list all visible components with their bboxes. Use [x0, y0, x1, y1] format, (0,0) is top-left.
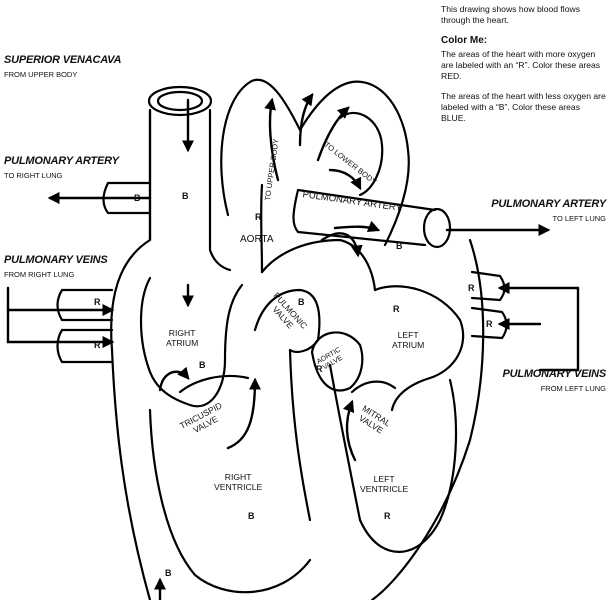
arrow-aorta-up-2 [298, 93, 314, 147]
to-right-lung-label: TO RIGHT LUNG [4, 171, 63, 180]
pulmonary-veins-left-lung-label: PULMONARY VEINS [502, 368, 606, 380]
color-me-title: Color Me: [441, 35, 488, 46]
mitral-valve-shape [350, 380, 397, 394]
letter-left-ventricle: R [384, 511, 391, 521]
arrow-lv-up [342, 399, 357, 462]
heart-outline [110, 108, 485, 600]
arrow-right-veins [6, 286, 115, 348]
aorta-outline [220, 78, 410, 274]
aorta-label: AORTA [240, 234, 274, 245]
superior-vena-cava-opening [147, 85, 213, 117]
right-pulmonary-veins [56, 288, 114, 364]
aortic-valve-shape [310, 331, 364, 392]
arrow-ra-curve [158, 366, 190, 392]
letter-right-ventricle: B [248, 511, 255, 521]
right-pulmonary-artery [102, 181, 152, 215]
pulmonary-artery-left-lung-label: PULMONARY ARTERY [491, 198, 606, 210]
ventricle-inner-wall [148, 378, 458, 594]
letter-pulmonary-artery-end: B [396, 241, 403, 251]
arrow-to-lower-body [328, 168, 362, 191]
septum [260, 238, 377, 522]
letter-pulmonic-valve: B [298, 297, 305, 307]
left-atrium-wall [373, 285, 465, 412]
letter-right-atrium: B [199, 360, 206, 370]
right-atrium-wall [139, 276, 244, 408]
pulmonary-artery-left-opening [422, 207, 452, 249]
pulmonic-valve-shape [253, 288, 321, 353]
letter-left-atrium: R [393, 304, 400, 314]
letter-aorta: R [255, 212, 262, 222]
arrow-rv-up [226, 377, 261, 450]
tricuspid-valve-shape [178, 374, 250, 394]
letter-left-vein-upper: R [468, 283, 475, 293]
to-left-lung-label: TO LEFT LUNG [552, 214, 607, 223]
letter-svc: B [182, 191, 189, 201]
arrow-aorta-up-1 [264, 97, 280, 182]
arrow-pulmonic-up [320, 232, 363, 258]
blue-instructions: The areas of the heart with less oxygen … [441, 91, 606, 123]
intro-panel: This drawing shows how blood flows throu… [441, 4, 606, 133]
letter-right-lung-artery: B [134, 193, 141, 203]
pulmonary-artery-trunk [292, 188, 437, 247]
letter-right-vein-upper: R [94, 297, 101, 307]
letter-inferior-venacava: B [165, 568, 172, 578]
from-right-lung-label: FROM RIGHT LUNG [4, 270, 75, 279]
intro-description: This drawing shows how blood flows throu… [441, 4, 580, 25]
letter-left-vein-lower: R [486, 319, 493, 329]
pulmonary-artery-right-lung-label: PULMONARY ARTERY [4, 155, 119, 167]
letter-aortic-valve: R [316, 364, 323, 374]
superior-venacava-label: SUPERIOR VENACAVA [4, 54, 122, 66]
arrow-left-veins [538, 286, 580, 372]
superior-vena-cava [148, 108, 232, 272]
from-upper-body-label: FROM UPPER BODY [4, 70, 78, 79]
letter-right-vein-lower: R [94, 340, 101, 350]
from-left-lung-label: FROM LEFT LUNG [540, 384, 606, 393]
red-instructions: The areas of the heart with more oxygen … [441, 49, 601, 81]
pulmonary-veins-right-lung-label: PULMONARY VEINS [4, 254, 108, 266]
arrow-aorta-up-3 [316, 106, 350, 162]
arrow-trunk [333, 220, 381, 233]
